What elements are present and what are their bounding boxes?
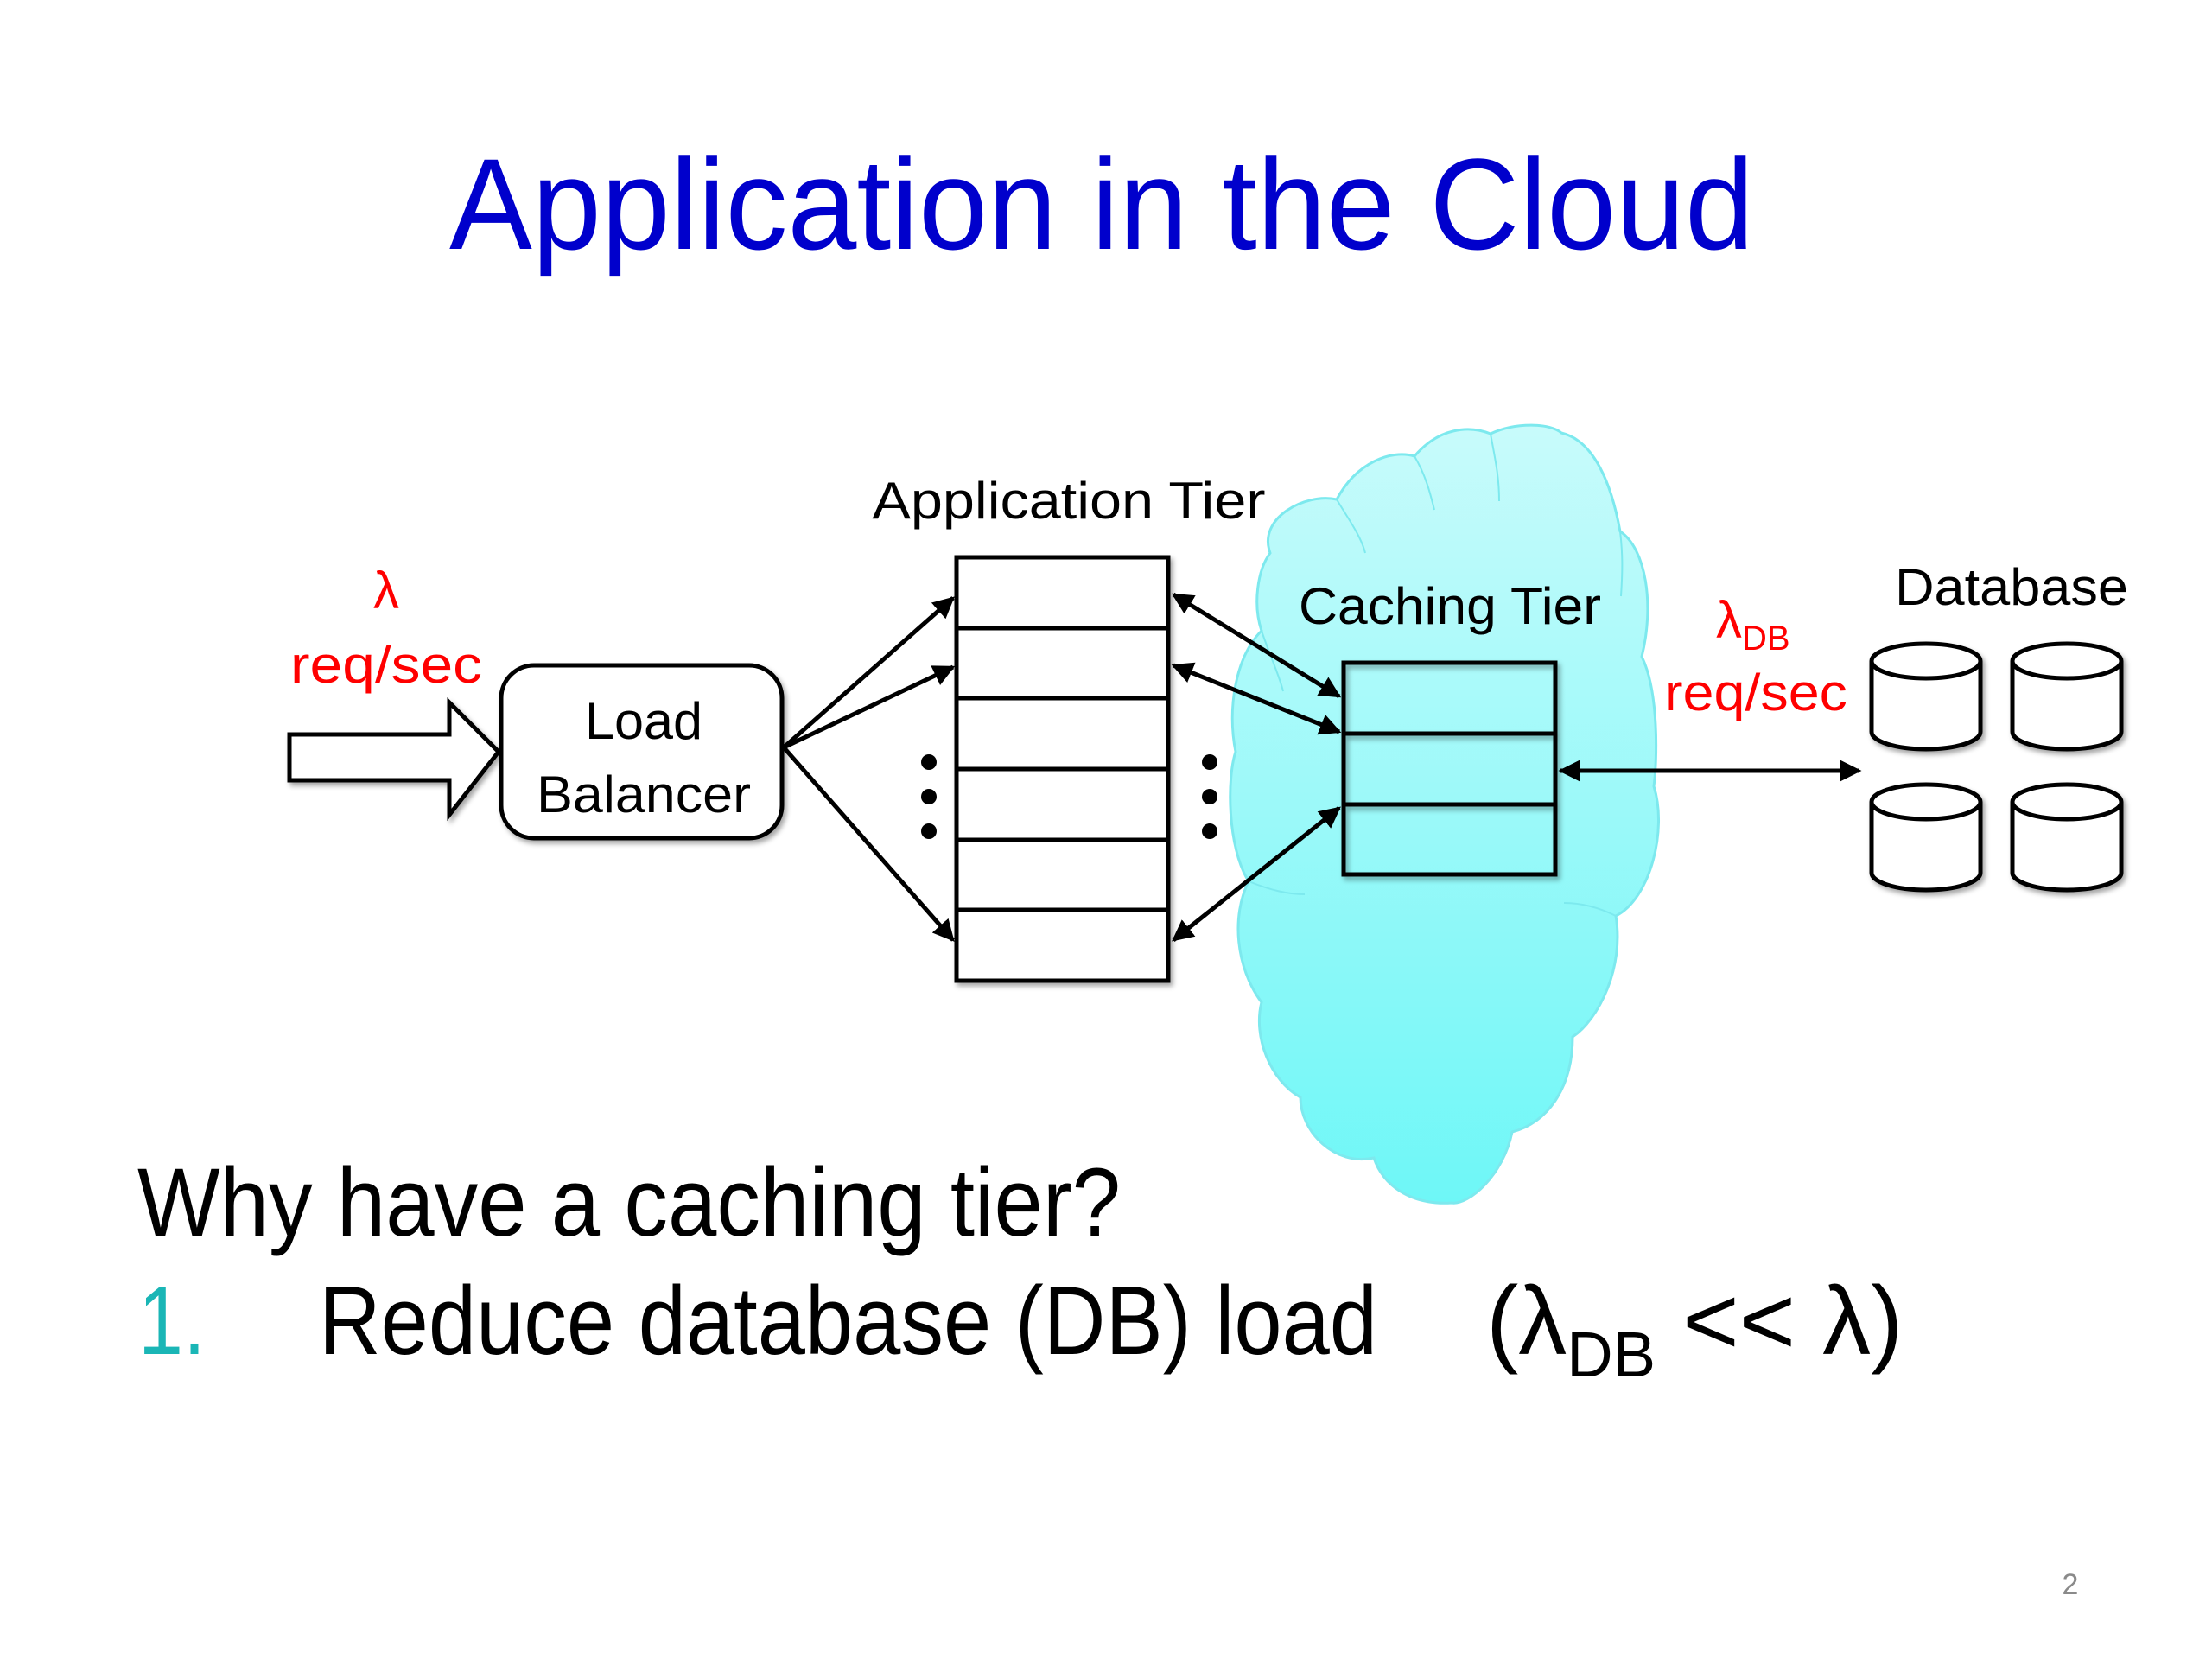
question-text: Why have a caching tier? — [137, 1148, 1121, 1256]
load-balancer: Load Balancer — [499, 663, 785, 841]
db-lambda-subscript: DB — [1742, 620, 1790, 658]
application-tier-label: Application Tier — [873, 472, 1266, 530]
database-cluster — [1869, 641, 2124, 893]
db-lambda: λDB — [1716, 591, 1790, 658]
ellipsis-dots-left — [921, 754, 937, 839]
cloud-shape — [1229, 423, 1660, 1205]
incoming-rate-unit: req/sec — [290, 636, 482, 694]
caching-tier-stack — [1341, 660, 1558, 877]
formula-open: (λ — [1486, 1267, 1567, 1375]
database-cylinder-icon — [2010, 641, 2124, 752]
incoming-rate-label: λ req/sec — [290, 562, 482, 694]
list-item: 1. Reduce database (DB) load (λDB << λ) — [138, 1267, 1903, 1390]
page-number: 2 — [2063, 1568, 2079, 1601]
list-item-number: 1. — [138, 1267, 206, 1375]
load-balancer-label-line2: Balancer — [537, 766, 751, 823]
database-cylinder-icon — [2010, 782, 2124, 893]
list-item-formula: (λDB << λ) — [1486, 1267, 1903, 1390]
lambda-symbol: λ — [373, 562, 399, 620]
lb-to-app-arrows — [782, 596, 956, 942]
caching-tier-label: Caching Tier — [1299, 577, 1601, 635]
formula-subscript: DB — [1567, 1319, 1656, 1390]
db-rate-unit: req/sec — [1664, 664, 1847, 721]
database-label: Database — [1895, 558, 2128, 616]
load-balancer-label-line1: Load — [585, 692, 702, 750]
db-lambda-symbol: λ — [1716, 591, 1742, 649]
list-item-text: Reduce database (DB) load — [319, 1267, 1377, 1375]
slide-title: Application in the Cloud — [449, 131, 1754, 276]
db-rate-label: λDB req/sec — [1664, 591, 1847, 721]
database-cylinder-icon — [1869, 782, 1983, 893]
formula-rest: << λ) — [1656, 1267, 1903, 1375]
database-cylinder-icon — [1869, 641, 1983, 752]
app-cache-arrows — [1171, 592, 1342, 942]
application-tier-stack — [954, 555, 1171, 983]
incoming-traffic-arrow — [287, 696, 502, 822]
ellipsis-dots-right — [1202, 754, 1217, 839]
